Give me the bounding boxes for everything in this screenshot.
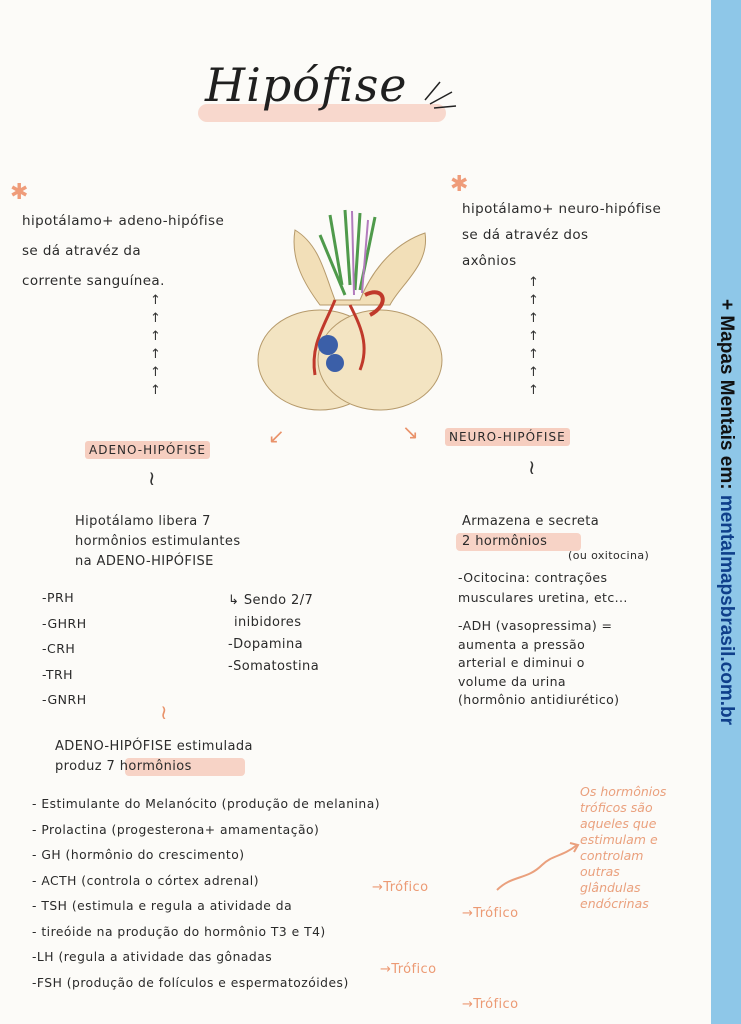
list-item: - Prolactina (progesterona+ amamentação) [32, 822, 320, 837]
left-intro-line: hipotálamo+ adeno-hipófise [22, 213, 225, 229]
note-line: outras [580, 864, 620, 879]
adeno-release-line: na ADENO-HIPÓFISE [75, 554, 214, 569]
note-line: Os hormônios [580, 784, 667, 799]
list-item: -FSH (produção de folículos e espermatoz… [32, 975, 349, 990]
sidebar-url[interactable]: mentalmapsbrasil.com.br [716, 494, 737, 726]
list-item: -PRH [42, 590, 75, 605]
left-intro: hipotálamo+ adeno-hipófise se dá atravéz… [22, 206, 224, 296]
list-item: -LH (regula a atividade das gônadas [32, 950, 273, 964]
trofico-tag: →Trófico [380, 962, 437, 977]
adh-line: aumenta a pressão [458, 636, 586, 652]
ocitocina-line: musculares uretina, etc... [458, 590, 628, 605]
adeno-release-line: Hipotálamo libera 7 [75, 514, 211, 529]
list-item: -Dopamina [228, 637, 303, 652]
trofico-tag: →Trófico [462, 997, 519, 1012]
note-line: tróficos são [580, 800, 653, 815]
note-line: estimulam e [580, 832, 658, 847]
ocitocina-line: -Ocitocina: contrações [458, 570, 608, 585]
adeno-release-line: hormônios estimulantes [75, 534, 241, 549]
neuro-label: NEURO-HIPÓFISE [445, 428, 570, 446]
page-title: Hipófise [205, 58, 408, 112]
note-line: controlam [580, 848, 644, 863]
up-arrows: ↑↑↑↑↑↑↑ [528, 275, 539, 398]
list-item: -GNRH [42, 692, 87, 707]
squiggle-arrow-icon: ≀ [160, 700, 168, 724]
title-highlight [198, 104, 446, 122]
curve-arrow-icon: ↙ [268, 424, 285, 448]
adeno-label: ADENO-HIPÓFISE [85, 441, 211, 459]
inhibitors-block: ↳ Sendo 2/7 inibidores -Dopamina -Somato… [228, 590, 319, 678]
adeno-stimulated-count: produz 7 hormônios [55, 759, 192, 774]
list-item: - TSH (estimula e regula a atividade da [32, 899, 293, 913]
right-intro-line: hipotálamo+ neuro-hipófise [462, 201, 662, 217]
adeno-release-text: Hipotálamo libera 7 hormônios estimulant… [75, 512, 241, 572]
star-icon: ✱ [450, 172, 469, 197]
sidebar-banner: + Mapas Mentais em: mentalmapsbrasil.com… [711, 0, 741, 1024]
note-line: endócrinas [580, 896, 649, 911]
list-item: - GH (hormônio do crescimento) [32, 848, 245, 862]
neuro-store-text: Armazena e secreta 2 hormônios [456, 512, 600, 552]
list-item: - ACTH (controla o córtex adrenal) [32, 873, 260, 888]
sidebar-text: + Mapas Mentais em: mentalmapsbrasil.com… [715, 299, 737, 725]
adh-block: -ADH (vasopressima) = aumenta a pressão … [458, 617, 619, 710]
squiggle-arrow-icon: ≀ [528, 455, 536, 479]
up-arrows: ↑↑↑↑↑↑ [150, 293, 161, 398]
left-intro-line: se dá atravéz da [22, 243, 142, 259]
neuro-store-line: Armazena e secreta [462, 514, 600, 529]
right-intro-line: se dá atravéz dos [462, 227, 589, 243]
inhibitors-sub: inibidores [234, 615, 302, 630]
trofico-tag: →Trófico [372, 880, 429, 895]
note-line: aqueles que [580, 816, 657, 831]
list-item: - tireóide na produção do hormônio T3 e … [32, 924, 326, 939]
right-intro-line: axônios [462, 253, 517, 269]
list-item: -CRH [42, 641, 76, 656]
star-icon: ✱ [10, 180, 29, 205]
ocitocina-note: (ou oxitocina) [568, 549, 650, 562]
left-intro-line: corrente sanguínea. [22, 273, 165, 289]
squiggle-arrow-icon: ≀ [148, 466, 156, 490]
notes-page: Hipófise ✱ hipotálamo+ adeno-hipófise se… [10, 58, 667, 1012]
curve-arrow-icon: ↘ [402, 420, 419, 444]
pituitary-drawing [257, 209, 443, 411]
list-item: -GHRH [42, 615, 87, 631]
note-line: glândulas [580, 880, 641, 895]
right-intro: hipotálamo+ neuro-hipófise se dá atravéz… [462, 196, 661, 274]
ocitocina-block: -Ocitocina: contrações musculares uretin… [458, 568, 628, 608]
adh-line: arterial e diminui o [458, 655, 585, 670]
adh-line: (hormônio antidiurético) [458, 692, 620, 707]
title-rays-icon [424, 81, 457, 109]
list-item: -Somatostina [228, 659, 320, 674]
neuro-store-count: 2 hormônios [462, 534, 548, 549]
adh-line: -ADH (vasopressima) = [458, 618, 613, 633]
trofico-tag: →Trófico [462, 906, 519, 921]
adeno-stimulated-text: ADENO-HIPÓFISE estimulada produz 7 hormô… [55, 737, 253, 777]
stimulated-hormones-list: - Estimulante do Melanócito (produção de… [32, 792, 380, 996]
adh-line: volume da urina [458, 673, 566, 689]
sidebar-prefix: + Mapas Mentais em: [716, 298, 737, 495]
trophic-note: Os hormônios tróficos são aqueles que es… [580, 784, 666, 912]
inhibitors-heading: ↳ Sendo 2/7 [228, 593, 314, 608]
adeno-stimulated-line: ADENO-HIPÓFISE estimulada [55, 739, 253, 754]
wavy-arrow-icon [496, 842, 580, 891]
releasing-hormones-list: -PRH -GHRH -CRH -TRH -GNRH [42, 585, 87, 713]
list-item: - Estimulante do Melanócito (produção de… [32, 797, 381, 811]
list-item: -TRH [42, 666, 74, 682]
